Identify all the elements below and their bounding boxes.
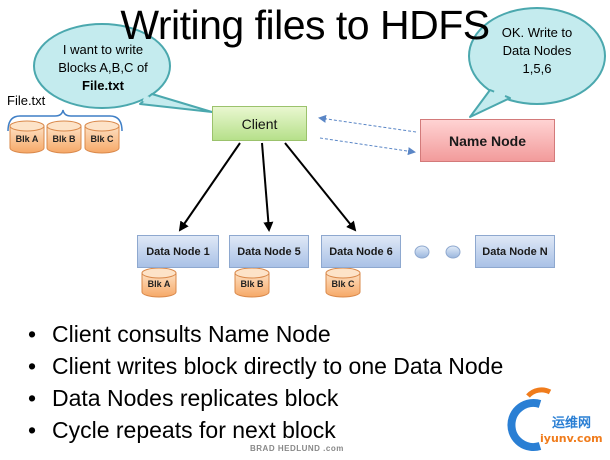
file-label: File.txt xyxy=(7,93,46,108)
name-node: Name Node xyxy=(420,119,555,162)
datanode-block-label: Blk C xyxy=(331,279,355,289)
file-block-label: Blk A xyxy=(15,134,39,144)
watermark-logo xyxy=(507,387,552,451)
data-node-n: Data Node N xyxy=(475,235,555,268)
bullet-item: Cycle repeats for next block xyxy=(28,414,503,446)
file-block-cylinders xyxy=(9,120,120,154)
client-speech-bubble xyxy=(33,23,213,113)
watermark-site-text: iyunv.com xyxy=(540,432,603,445)
ellipsis-dot xyxy=(414,245,430,259)
data-node-6: Data Node 6 xyxy=(321,235,401,268)
bullet-item: Client consults Name Node xyxy=(28,318,503,350)
namenode-bubble-line2: Data Nodes xyxy=(502,43,572,58)
namenode-speech-bubble xyxy=(468,7,606,118)
arrow-client-to-dn1 xyxy=(178,142,241,232)
datanode-block-label: Blk A xyxy=(147,279,171,289)
ellipsis-dot xyxy=(445,245,461,259)
datanode-block-cylinders xyxy=(141,267,361,298)
arrow-client-to-dn6 xyxy=(284,142,357,232)
bullet-list: Client consults Name Node Client writes … xyxy=(28,318,503,446)
file-brace xyxy=(7,109,123,132)
watermark-cn-text: 运维网 xyxy=(552,416,592,431)
footer-credit: BRAD HEDLUND .com xyxy=(250,444,344,453)
client-node: Client xyxy=(212,106,307,141)
namenode-bubble-line3: 1,5,6 xyxy=(522,61,552,76)
data-node-1: Data Node 1 xyxy=(137,235,219,268)
client-bubble-text: I want to write Blocks A,B,C of File.txt xyxy=(54,41,152,95)
namenode-bubble-text: OK. Write to Data Nodes 1,5,6 xyxy=(488,24,586,78)
arrow-client-to-namenode xyxy=(319,137,416,156)
namenode-bubble-line1: OK. Write to xyxy=(501,25,573,40)
bullet-item: Client writes block directly to one Data… xyxy=(28,350,503,382)
bullet-item: Data Nodes replicates block xyxy=(28,382,503,414)
client-bubble-line2: Blocks A,B,C of xyxy=(58,60,148,75)
arrow-client-to-dn5 xyxy=(261,142,274,232)
datanode-block-label: Blk B xyxy=(240,279,264,289)
client-bubble-filename: File.txt xyxy=(82,78,124,93)
file-block-label: Blk C xyxy=(90,134,114,144)
client-bubble-line1: I want to write xyxy=(62,42,144,57)
slide-title: Writing files to HDFS xyxy=(120,2,490,48)
data-node-5: Data Node 5 xyxy=(229,235,309,268)
file-block-label: Blk B xyxy=(52,134,76,144)
arrow-namenode-to-client xyxy=(318,114,417,133)
